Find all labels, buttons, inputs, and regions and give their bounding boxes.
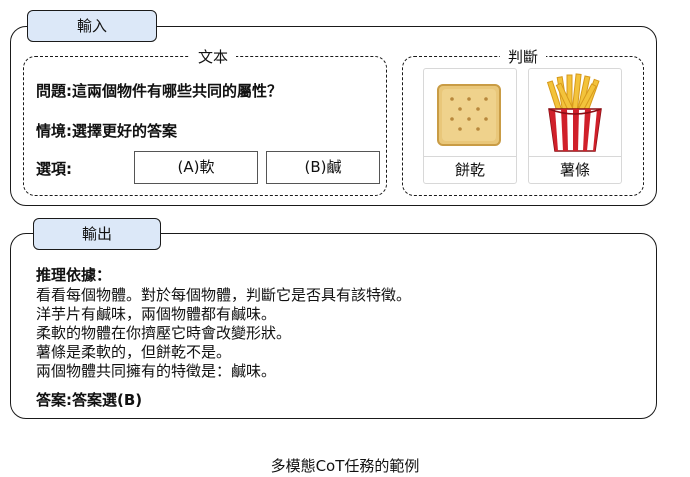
fries-icon — [546, 73, 602, 152]
reasoning-line-1: 看看每個物體。對於每個物體，判斷它是否具有該特徵。 — [36, 286, 412, 304]
cracker-icon — [437, 84, 501, 146]
reasoning-title: 推理依據： — [36, 266, 112, 284]
options-label: 選項: — [36, 160, 72, 178]
reasoning-line-5: 兩個物體共同擁有的特徵是：鹹味。 — [36, 362, 277, 380]
context-text: 情境:選擇更好的答案 — [36, 122, 177, 140]
output-frame — [10, 233, 657, 419]
reasoning-line-3: 柔軟的物體在你擠壓它時會改變形狀。 — [36, 324, 292, 342]
cracker-label: 餅乾 — [424, 156, 516, 183]
input-tab: 輸入 — [27, 10, 157, 42]
option-b-box: (B)鹹 — [266, 151, 380, 184]
text-section-title: 文本 — [190, 46, 237, 67]
output-tab: 輸出 — [33, 218, 161, 250]
reasoning-line-4: 薯條是柔軟的，但餅乾不是。 — [36, 343, 232, 361]
figure-caption: 多模態CoT任務的範例 — [270, 457, 420, 475]
cracker-card: 餅乾 — [423, 68, 517, 184]
answer-text: 答案:答案選(B) — [36, 391, 143, 409]
fries-card: 薯條 — [528, 68, 622, 184]
reasoning-line-2: 洋芋片有鹹味，兩個物體都有鹹味。 — [36, 305, 277, 323]
option-a-box: (A)軟 — [134, 151, 258, 184]
fries-label: 薯條 — [529, 156, 621, 183]
question-text: 問題:這兩個物件有哪些共同的屬性？ — [36, 82, 283, 100]
image-section-title: 判斷 — [500, 46, 547, 67]
